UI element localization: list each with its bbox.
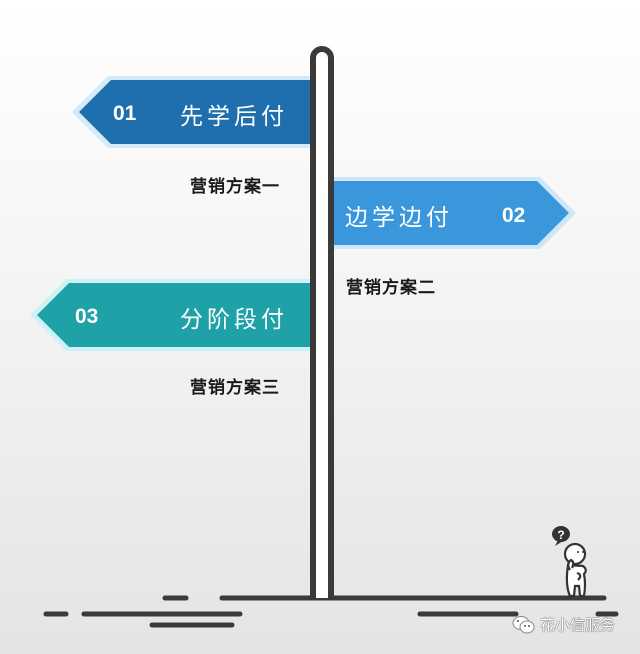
svg-text:?: ?	[557, 528, 564, 542]
sign-01-title: 先学后付	[180, 104, 288, 130]
watermark: 花小信服务	[512, 614, 615, 635]
sign-03-shape	[30, 279, 314, 351]
sign-01-number: 01	[113, 102, 137, 125]
speech-bubble-icon	[552, 526, 570, 542]
sign-01-caption: 营销方案一	[190, 177, 280, 197]
sign-02-number: 02	[502, 204, 526, 227]
sign-01-shape	[72, 76, 314, 148]
sign-02-shape	[330, 177, 576, 249]
sign-03-title: 分阶段付	[180, 307, 288, 333]
pole	[310, 46, 334, 598]
sign-03-caption: 营销方案三	[190, 378, 280, 398]
thinking-person-icon: ?	[552, 526, 587, 598]
sign-02-title: 边学边付	[345, 205, 453, 231]
sign-02-caption: 营销方案二	[346, 278, 436, 298]
ground-lines	[43, 595, 619, 628]
sign-03-number: 03	[75, 305, 99, 328]
watermark-text: 花小信服务	[540, 616, 616, 634]
wechat-icon	[512, 615, 535, 633]
